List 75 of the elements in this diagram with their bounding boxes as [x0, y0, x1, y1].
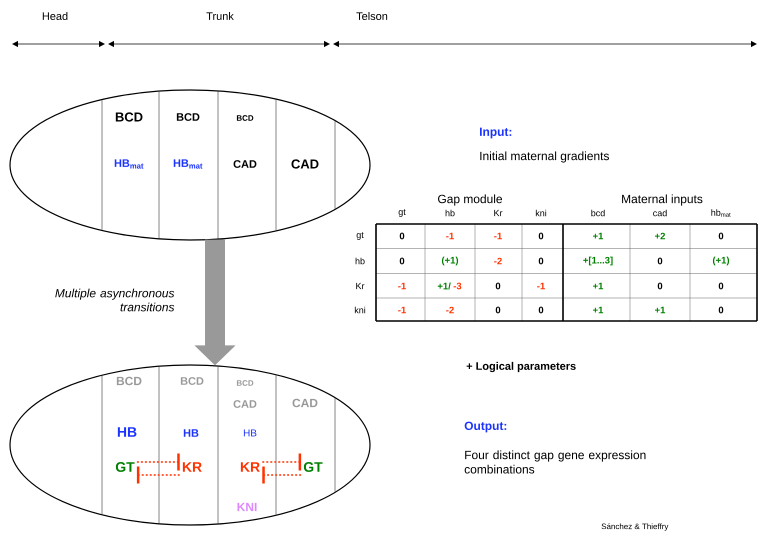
table-cell: (+1) — [712, 256, 730, 266]
table-cell: 0 — [496, 282, 500, 290]
table-cell: +1 — [593, 306, 604, 314]
table-cell: 0 — [718, 232, 724, 240]
column-header: Kr — [494, 210, 502, 216]
gene-label: KR — [240, 462, 260, 472]
row-header: kni — [354, 306, 366, 314]
table-cell: +2 — [655, 232, 666, 240]
table-cell: -1 — [398, 282, 406, 290]
region-label: Trunk — [206, 12, 234, 20]
row-header: Kr — [356, 282, 364, 290]
table-cell: +[1...3] — [583, 256, 613, 266]
inhibition-edge — [262, 454, 302, 470]
gene-label: BCD — [176, 113, 200, 121]
description-text: Four distinct gap gene expression combinations — [464, 450, 646, 474]
gene-label: HB — [184, 429, 198, 437]
table-cell: 0 — [718, 282, 724, 290]
table-cell: 0 — [658, 282, 662, 290]
gene-label: HB$_{mat}$ — [114, 159, 144, 169]
table-cell: 0 — [400, 232, 404, 240]
column-header: gt — [398, 209, 406, 217]
edge-label: Multiple asynchronous transitions — [55, 288, 174, 312]
table-cell: (+1) — [442, 256, 458, 266]
column-header: cad — [653, 210, 667, 216]
table-cell: -1 — [446, 232, 454, 240]
table-cell: +1 — [655, 306, 666, 314]
gene-label: KR — [182, 462, 202, 472]
gene-label: HB — [118, 427, 136, 437]
column-header: hb$_{mat}$ — [711, 209, 731, 217]
table-cell: 0 — [538, 258, 544, 264]
note-text: + Logical parameters — [466, 362, 576, 372]
gene-label: CAD — [234, 160, 256, 168]
gene-label: BCD — [116, 376, 142, 386]
gene-label: BCD — [180, 377, 204, 385]
table-cell: 0 — [538, 232, 544, 240]
inhibition-edge — [136, 454, 180, 470]
table-cell: +1 — [593, 232, 604, 240]
gene-label: CAD — [234, 400, 256, 408]
embryo-outline — [9, 364, 371, 526]
description-text: Initial maternal gradients — [480, 151, 609, 163]
table-cell: -2 — [494, 258, 502, 264]
row-header: hb — [356, 258, 365, 264]
table-cell: 0 — [718, 306, 724, 314]
heading: Output: — [464, 422, 506, 432]
table-cell: 0 — [538, 306, 544, 314]
gene-label: BCD — [116, 112, 142, 122]
region-label: Telson — [356, 12, 388, 20]
table-cell: +1/ — [438, 282, 451, 290]
table-cell: -3 — [454, 282, 462, 290]
column-header: bcd — [591, 210, 605, 216]
table-cell: -1 — [494, 232, 502, 240]
table-cell: 0 — [400, 258, 404, 264]
table-cell: +1 — [593, 282, 604, 290]
gene-label: CAD — [292, 398, 318, 408]
embryo-outline — [9, 89, 371, 241]
gene-label: HB — [244, 430, 256, 436]
gene-label: GT — [116, 462, 135, 472]
table-cell: -1 — [537, 282, 545, 290]
region-label: Head — [42, 12, 68, 20]
table-cell: 0 — [496, 306, 500, 314]
inhibition-edge — [262, 466, 302, 484]
gene-label: GT — [304, 462, 323, 472]
column-header: hb — [446, 210, 455, 216]
row-header: gt — [356, 232, 364, 240]
column-header: kni — [536, 210, 546, 216]
gene-label: CAD — [292, 159, 318, 169]
table-cell: -2 — [446, 306, 454, 314]
gene-label: KNI — [238, 502, 256, 512]
table-cell: -1 — [398, 306, 406, 314]
column-group-header: Maternal inputs — [622, 194, 702, 206]
inhibition-edge — [136, 466, 180, 484]
column-group-header: Gap module — [438, 194, 502, 206]
heading: Input: — [480, 128, 512, 138]
gene-label: HB$_{mat}$ — [174, 159, 202, 169]
table-cell: 0 — [658, 258, 662, 264]
